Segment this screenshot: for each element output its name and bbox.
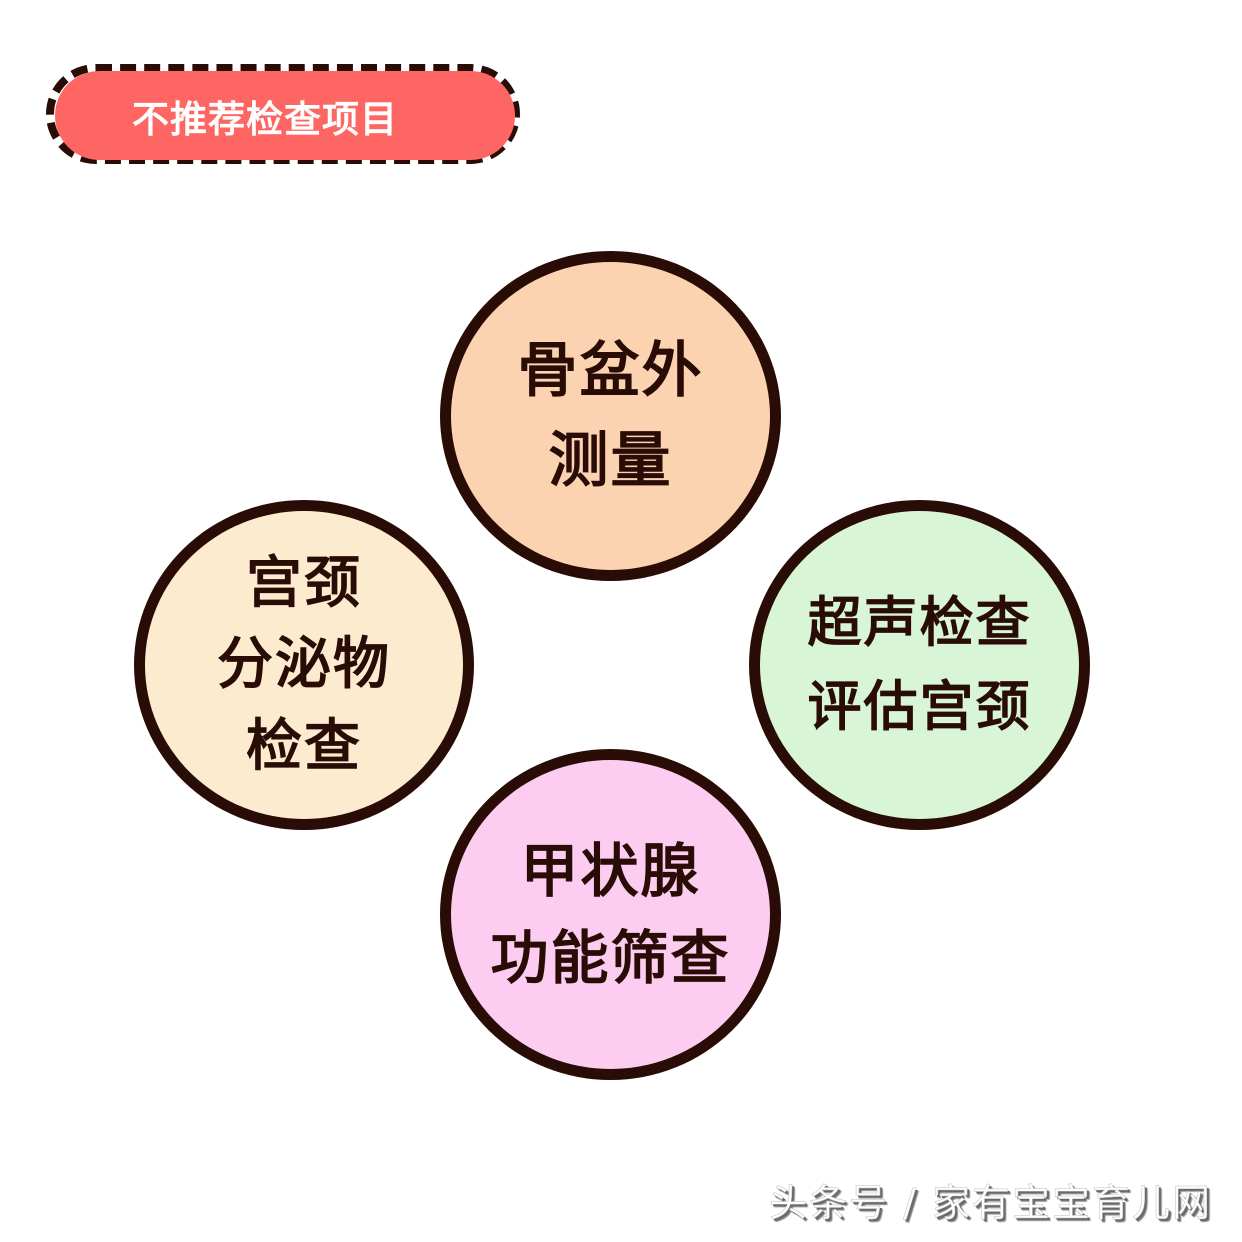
bubble-text-line: 功能筛查 [490,923,731,992]
bubble-text-line: 超声检查 [807,591,1032,655]
bubble-cervical-secretion-test: 宫颈 分泌物 检查 [134,500,474,830]
title-banner-dashed-outline [46,64,520,164]
bubble-text-line: 检查 [246,713,362,779]
bubble-ultrasound-cervix-assessment: 超声检查 评估宫颈 [749,500,1090,830]
watermark: 头条号 / 家有宝宝育儿网 [769,1181,1212,1226]
bubble-text-line: 评估宫颈 [807,675,1032,738]
title-banner: 不推荐检查项目 [55,71,515,160]
title-banner-text: 不推荐检查项目 [132,97,398,141]
bubble-thyroid-screening: 甲状腺 功能筛查 [440,749,781,1080]
bubble-text-line: 分泌物 [217,632,391,698]
bubble-text-line: 宫颈 [246,551,362,617]
bubble-text-line: 骨盆外 [517,336,704,406]
bubble-text-line: 测量 [548,426,673,496]
bubble-text-line: 甲状腺 [520,836,701,905]
bubble-pelvic-measurement: 骨盆外 测量 [440,251,781,581]
